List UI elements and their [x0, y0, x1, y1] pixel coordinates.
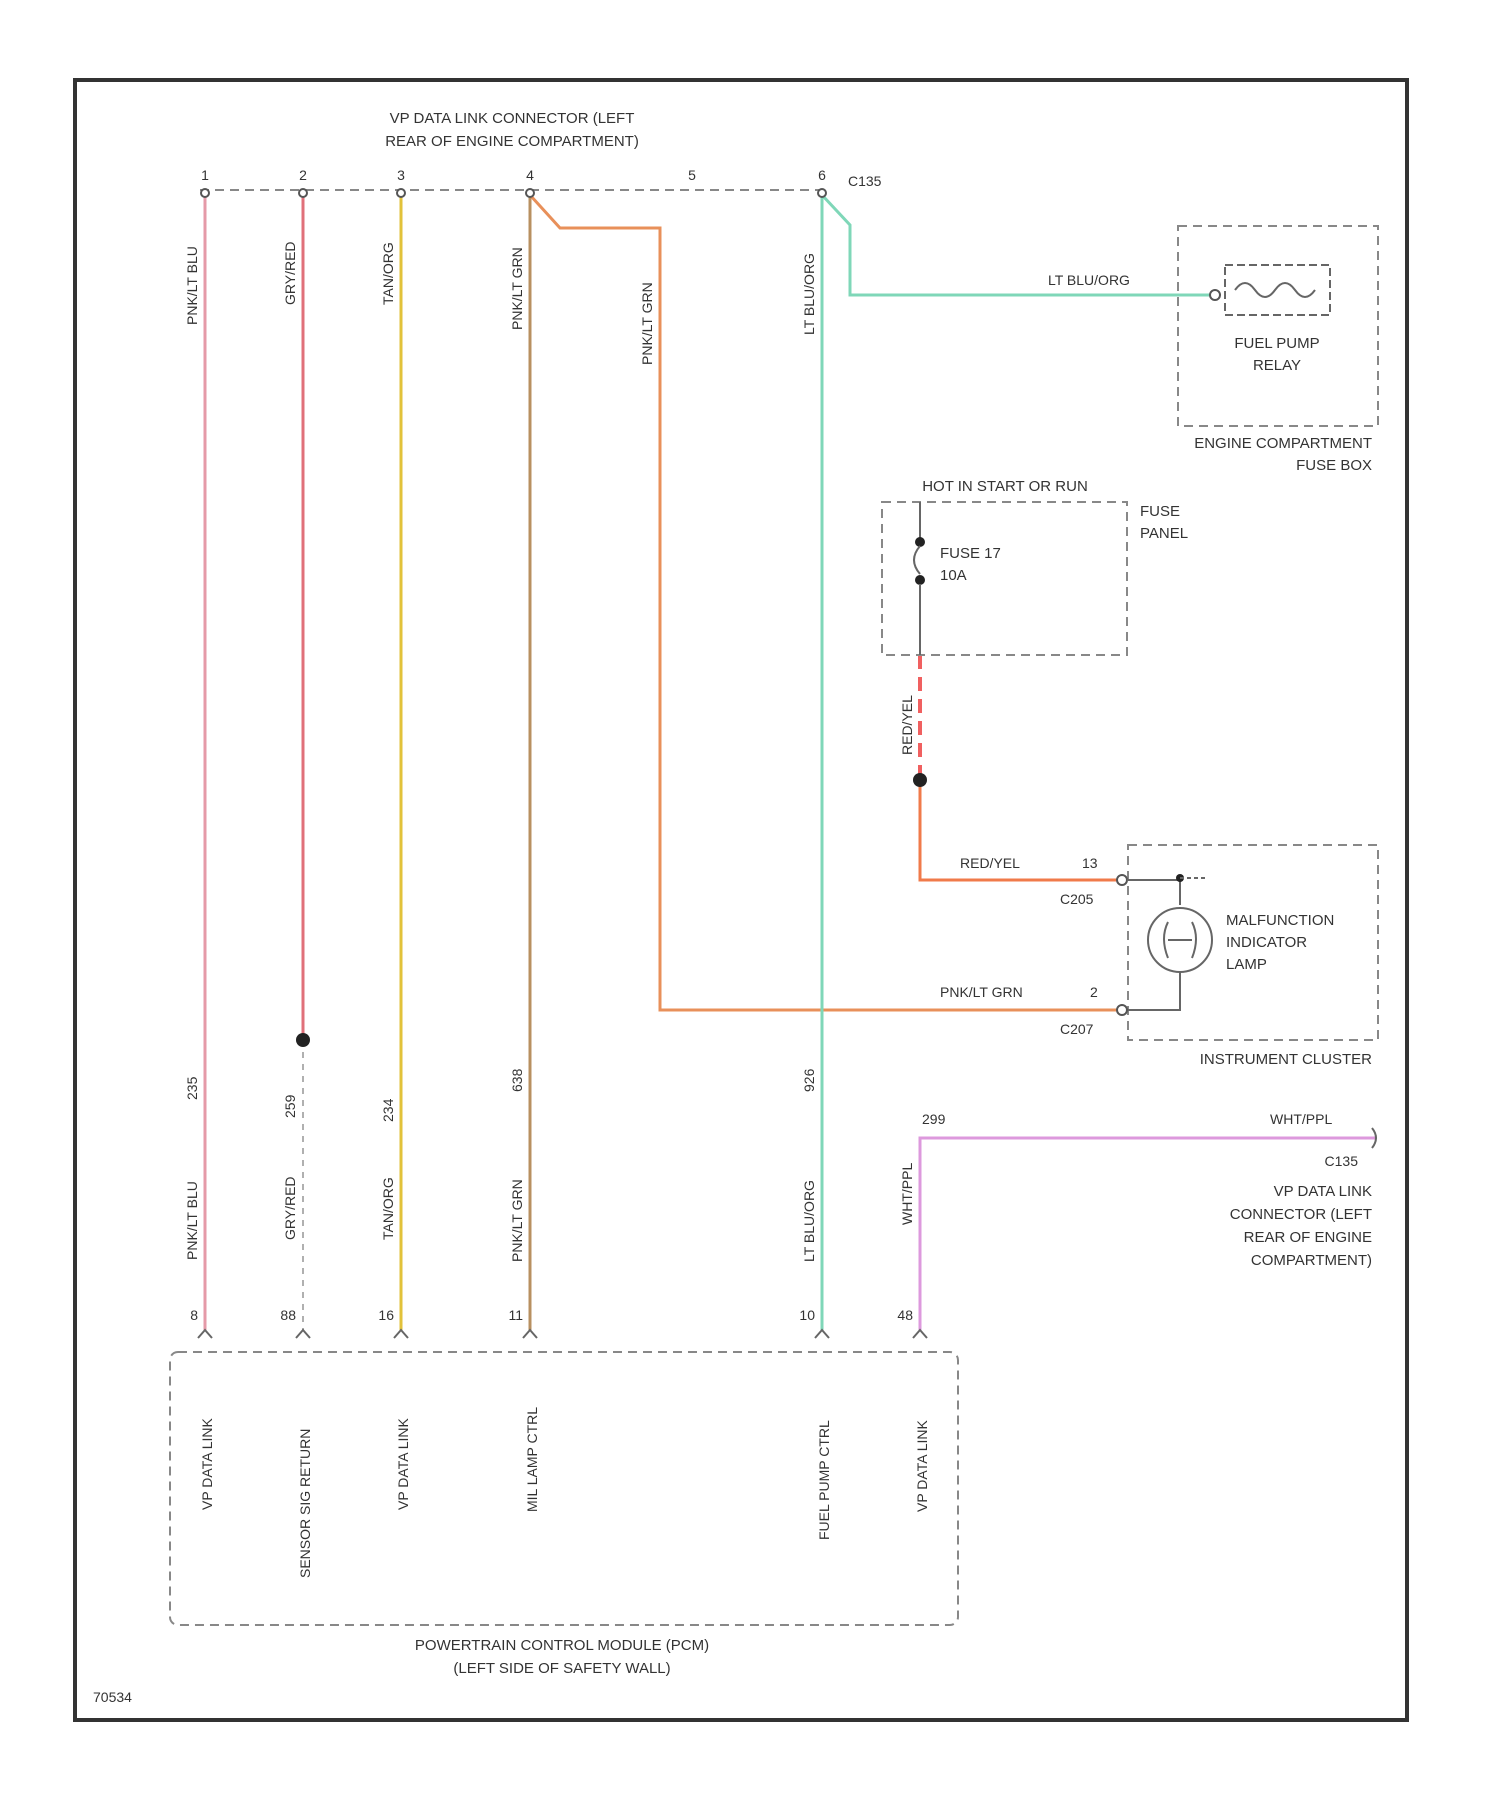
cluster-terminal-top — [1117, 875, 1127, 885]
wire-label-top-1: PNK/LT BLU — [184, 246, 200, 325]
relay-wire-label: LT BLU/ORG — [1048, 272, 1130, 288]
lamp-filament-icon — [1164, 922, 1196, 958]
lamp-label-3: LAMP — [1226, 956, 1267, 973]
top-pin-1: 1 — [201, 167, 209, 183]
top-pin-2: 2 — [299, 167, 307, 183]
splice-red-yel — [913, 773, 927, 787]
top-connector-title-1: VP DATA LINK CONNECTOR (LEFT — [390, 110, 635, 127]
figure-id: 70534 — [93, 1689, 132, 1705]
pcm-label-6: VP DATA LINK — [914, 1420, 930, 1512]
pcm-terminal-1 — [198, 1330, 212, 1338]
pcm-pin-2: 88 — [280, 1307, 296, 1323]
circuit-bottom-1: 235 — [184, 1076, 200, 1100]
pcm-title-2: (LEFT SIDE OF SAFETY WALL) — [453, 1660, 670, 1677]
fuse-panel-label-1: FUSE — [1140, 503, 1180, 520]
top-connector-id: C135 — [848, 173, 882, 189]
lamp-label-2: INDICATOR — [1226, 934, 1307, 951]
pcm-pin-5: 10 — [799, 1307, 815, 1323]
pcm-label-4: MIL LAMP CTRL — [524, 1407, 540, 1512]
vp-right-label-4: COMPARTMENT) — [1251, 1252, 1372, 1269]
cluster-conn-bottom: C207 — [1060, 1021, 1094, 1037]
relay-name-2: RELAY — [1253, 357, 1301, 374]
vp-right-label-1: VP DATA LINK — [1274, 1183, 1372, 1200]
wire-label-bottom-1: PNK/LT BLU — [184, 1181, 200, 1260]
relay-coil — [1235, 283, 1315, 297]
pcm-pin-1: 8 — [190, 1307, 198, 1323]
top-terminal-3 — [397, 189, 405, 197]
vp-right-connector-id: C135 — [1325, 1153, 1359, 1169]
pcm-label-2: SENSOR SIG RETURN — [297, 1429, 313, 1578]
cluster-pin-top: 13 — [1082, 855, 1098, 871]
pcm-pin-3: 16 — [378, 1307, 394, 1323]
lamp-lead-top — [1127, 880, 1180, 905]
wire-label-top-3: TAN/ORG — [380, 242, 396, 305]
wire-label-bottom-5: LT BLU/ORG — [801, 1180, 817, 1262]
top-terminal-6 — [818, 189, 826, 197]
wire-label-top-4: PNK/LT GRN — [509, 247, 525, 330]
pcm-label-5: FUEL PUMP CTRL — [816, 1420, 832, 1540]
pcm-terminal-5 — [815, 1330, 829, 1338]
cluster-conn-top: C205 — [1060, 891, 1094, 907]
hot-in-start-label: HOT IN START OR RUN — [922, 478, 1088, 495]
pcm-terminal-2 — [296, 1330, 310, 1338]
pcm-title-1: POWERTRAIN CONTROL MODULE (PCM) — [415, 1637, 709, 1654]
top-pin-6: 6 — [818, 167, 826, 183]
vp-right-circuit: 299 — [922, 1111, 946, 1127]
pcm-label-3: VP DATA LINK — [395, 1418, 411, 1510]
lamp-label-1: MALFUNCTION — [1226, 912, 1334, 929]
wire-pnk-lt-grn-mil — [530, 195, 1118, 1010]
top-terminal-1 — [201, 189, 209, 197]
engine-fuse-box-label-2: FUSE BOX — [1296, 457, 1372, 474]
pcm-pin-6: 48 — [897, 1307, 913, 1323]
wire-label-top-2: GRY/RED — [282, 241, 298, 305]
top-pin-4: 4 — [526, 167, 534, 183]
wire-label-bottom-2: GRY/RED — [282, 1176, 298, 1240]
fuse-name: FUSE 17 — [940, 545, 1001, 562]
pcm-terminal-6 — [913, 1330, 927, 1338]
pcm-outline — [170, 1352, 958, 1625]
red-yel-vertical-label: RED/YEL — [899, 695, 915, 755]
wire-label-bottom-4: PNK/LT GRN — [509, 1179, 525, 1262]
pcm-terminal-3 — [394, 1330, 408, 1338]
circuit-bottom-2: 259 — [282, 1094, 298, 1118]
cluster-wire-top-label: RED/YEL — [960, 855, 1020, 871]
vp-right-vertical-label: WHT/PPL — [899, 1163, 915, 1225]
top-terminal-2 — [299, 189, 307, 197]
top-pin-3: 3 — [397, 167, 405, 183]
wire-lt-blu-org-relay — [822, 195, 1215, 295]
top-pin-5: 5 — [688, 167, 696, 183]
relay-name-1: FUEL PUMP — [1234, 335, 1319, 352]
pcm-label-1: VP DATA LINK — [199, 1418, 215, 1510]
fuse-panel-label-2: PANEL — [1140, 525, 1188, 542]
wire-label-top-6: LT BLU/ORG — [801, 253, 817, 335]
engine-fuse-box-outline — [1178, 226, 1378, 426]
vp-right-label-2: CONNECTOR (LEFT — [1230, 1206, 1372, 1223]
relay-terminal — [1210, 290, 1220, 300]
instrument-cluster-label: INSTRUMENT CLUSTER — [1200, 1051, 1372, 1068]
cluster-pin-bottom: 2 — [1090, 984, 1098, 1000]
circuit-bottom-5: 926 — [801, 1068, 817, 1092]
vp-right-label-3: REAR OF ENGINE — [1244, 1229, 1372, 1246]
top-connector-title-2: REAR OF ENGINE COMPARTMENT) — [385, 133, 639, 150]
splice-gry-red — [296, 1033, 310, 1047]
pcm-terminal-4 — [523, 1330, 537, 1338]
wire-label-bottom-3: TAN/ORG — [380, 1177, 396, 1240]
fuse-element-icon — [914, 546, 920, 574]
cluster-wire-bottom-label: PNK/LT GRN — [940, 984, 1023, 1000]
engine-fuse-box-label-1: ENGINE COMPARTMENT — [1194, 435, 1372, 452]
vp-right-wire-label: WHT/PPL — [1270, 1111, 1332, 1127]
top-terminal-4 — [526, 189, 534, 197]
lamp-lead-bottom — [1127, 972, 1180, 1010]
circuit-bottom-4: 638 — [509, 1068, 525, 1092]
fuse-contact-top — [915, 537, 925, 547]
fuse-rating: 10A — [940, 567, 967, 584]
circuit-bottom-3: 234 — [380, 1098, 396, 1122]
pcm-pin-4: 11 — [508, 1307, 523, 1323]
diagram-frame — [75, 80, 1407, 1720]
cluster-terminal-bottom — [1117, 1005, 1127, 1015]
fuse-contact-bottom — [915, 575, 925, 585]
wire-label-top-5: PNK/LT GRN — [639, 282, 655, 365]
